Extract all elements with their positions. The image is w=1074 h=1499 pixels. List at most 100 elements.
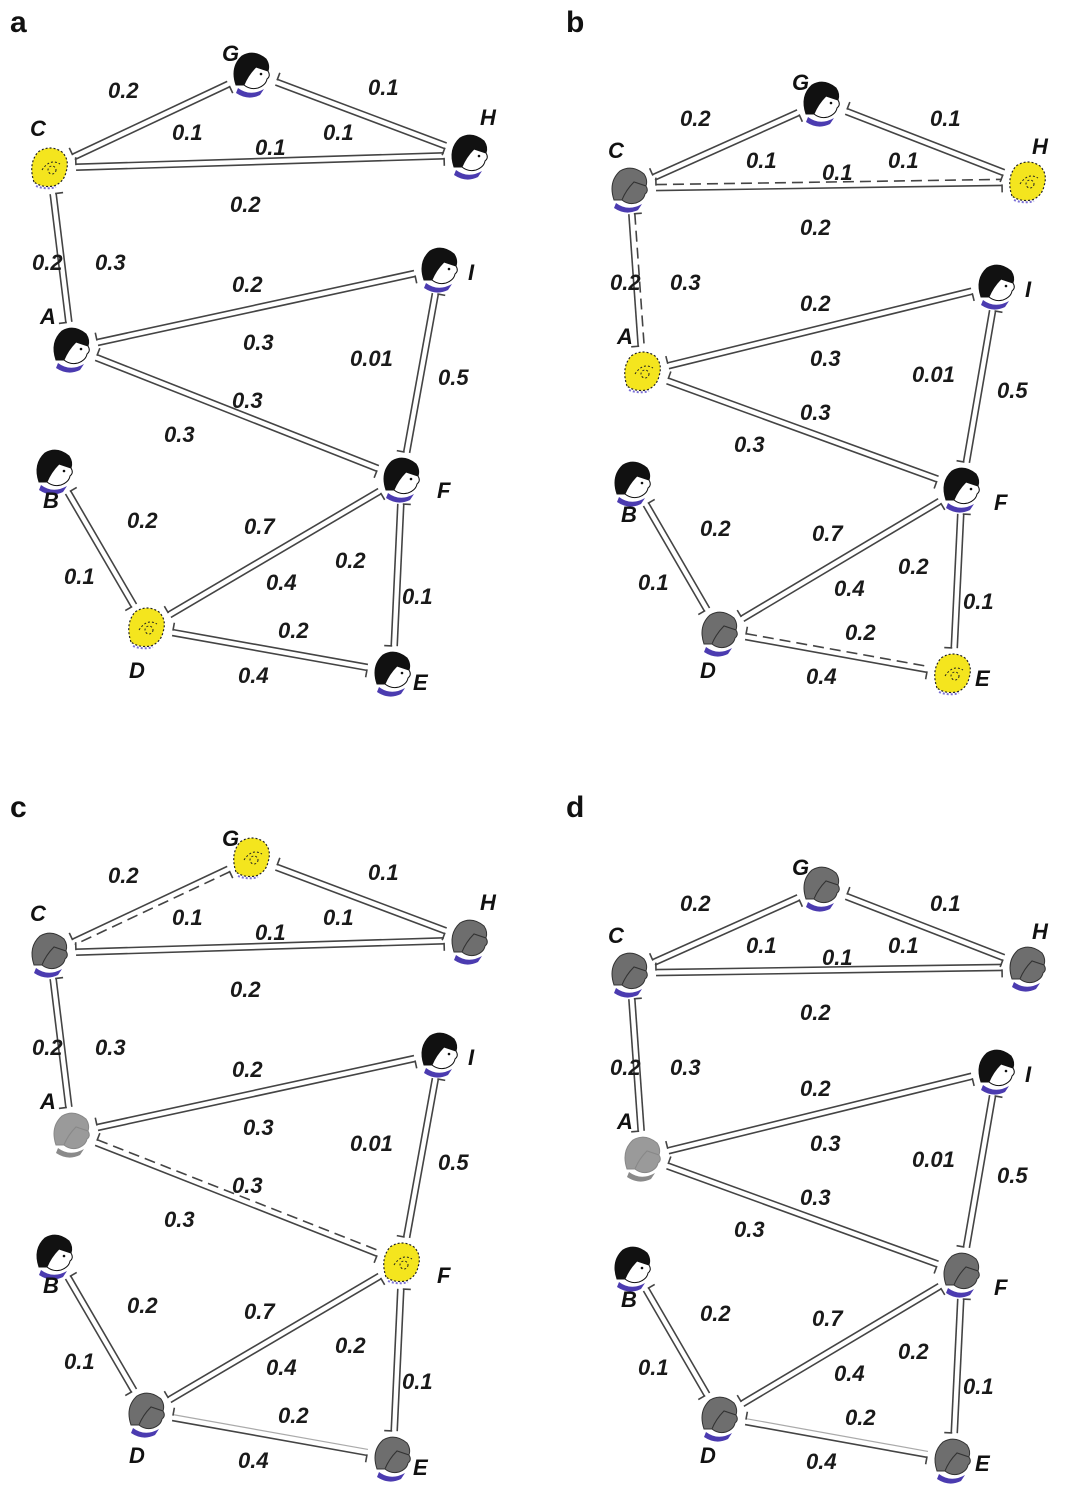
edge-weight-label: 0.4	[834, 1361, 865, 1386]
edge-bar	[736, 1394, 743, 1403]
edge-weight-label: 0.2	[108, 863, 139, 888]
person-icon-E	[374, 651, 411, 697]
edge-weight-label: 0.3	[243, 1115, 274, 1140]
person-icon-F	[943, 467, 980, 513]
collar-shape	[614, 203, 642, 213]
edge-bar	[631, 345, 640, 348]
edge-bar	[124, 605, 133, 612]
edge-line	[170, 1278, 382, 1404]
edge-weight-label: 0.1	[64, 1349, 95, 1374]
person-icon-B	[36, 1234, 73, 1280]
edge-bar	[648, 952, 654, 961]
edge-weight-label: 0.1	[888, 933, 919, 958]
collar-shape	[424, 1068, 452, 1078]
collar-shape	[946, 1288, 974, 1298]
edge-weight-label: 0.5	[438, 1150, 469, 1175]
edge-G-H: 0.10.1	[274, 857, 448, 941]
edge-line	[402, 1077, 434, 1238]
collar-shape	[704, 1432, 732, 1442]
edge-weight-label: 0.2	[800, 1000, 831, 1025]
edge-D-E: 0.20.4	[744, 620, 929, 689]
edge-F-E: 0.20.1	[335, 503, 433, 647]
edge-weight-label: 0.2	[800, 1076, 831, 1101]
node-label: G	[792, 70, 809, 95]
edge-weight-label: 0.2	[108, 78, 139, 103]
edge-bar	[69, 1271, 78, 1278]
node-E: E	[374, 651, 429, 697]
edge-line	[94, 1144, 378, 1258]
edge-line	[740, 1283, 939, 1402]
face-shape	[63, 341, 90, 365]
edge-F-D: 0.70.4	[163, 487, 386, 619]
edge-weight-label: 0.1	[822, 160, 853, 185]
edge-bar	[58, 321, 67, 325]
collar-shape	[981, 300, 1009, 310]
node-F: F	[943, 1252, 1008, 1300]
edge-weight-label: 0.1	[172, 905, 203, 930]
collar-shape	[377, 1472, 405, 1482]
panel-label: a	[10, 6, 27, 39]
face-shape	[46, 1248, 73, 1272]
collar-shape	[937, 1474, 965, 1484]
edge-weight-label: 0.2	[700, 516, 731, 541]
face-shape	[813, 880, 840, 904]
node-label: F	[994, 1275, 1008, 1300]
edge-line	[666, 1167, 937, 1268]
node-label: A	[616, 1109, 633, 1134]
edge-line	[654, 114, 800, 181]
edge-G-C: 0.20.1	[648, 891, 804, 966]
edge-line	[652, 894, 798, 961]
edge-line	[652, 109, 798, 176]
person-icon-D	[128, 607, 165, 650]
edge-weight-label: 0.1	[638, 1355, 669, 1380]
edge-G-H: 0.10.1	[844, 886, 1006, 968]
face-shape	[41, 946, 68, 970]
edge-line	[390, 503, 399, 646]
edge-A-I: 0.20.3	[94, 1054, 418, 1140]
edge-line	[97, 275, 416, 347]
node-label: F	[437, 1263, 451, 1288]
node-label: G	[222, 826, 239, 851]
node-label: H	[1032, 919, 1049, 944]
edge-bar	[956, 459, 965, 463]
node-G: G	[792, 70, 840, 127]
edge-bar	[999, 959, 1004, 968]
edge-A-F: 0.30.3	[94, 1132, 380, 1264]
edge-bar	[172, 1407, 176, 1416]
edge-line	[743, 1288, 942, 1407]
edge-bar	[745, 626, 749, 635]
edge-bar	[924, 671, 928, 680]
edge-bar	[373, 470, 378, 479]
edge-bar	[228, 870, 234, 879]
edge-bar	[228, 85, 234, 94]
edge-line	[744, 1423, 928, 1459]
edge-F-E: 0.20.1	[898, 1298, 994, 1434]
edge-line	[745, 632, 929, 668]
edge-line	[628, 214, 639, 347]
face-shape	[624, 1260, 651, 1284]
edge-F-D: 0.70.4	[736, 1283, 946, 1407]
edge-weight-label: 0.2	[335, 1333, 366, 1358]
face-shape	[431, 1046, 458, 1070]
edge-bar	[971, 292, 975, 302]
node-F: F	[943, 467, 1008, 515]
edge-line	[74, 871, 231, 946]
panel-label: b	[566, 6, 584, 39]
node-label: D	[129, 658, 145, 683]
node-B: B	[614, 461, 651, 527]
node-label: B	[43, 488, 59, 513]
edge-A-I: 0.20.3	[94, 269, 418, 355]
face-shape	[46, 463, 73, 487]
edge-bar	[364, 669, 368, 678]
node-A: A	[39, 1089, 90, 1158]
person-icon-C	[31, 932, 68, 978]
edge-bar	[933, 480, 938, 489]
edge-bar	[697, 1394, 706, 1401]
face-shape	[243, 66, 270, 90]
face-shape	[953, 1266, 980, 1290]
